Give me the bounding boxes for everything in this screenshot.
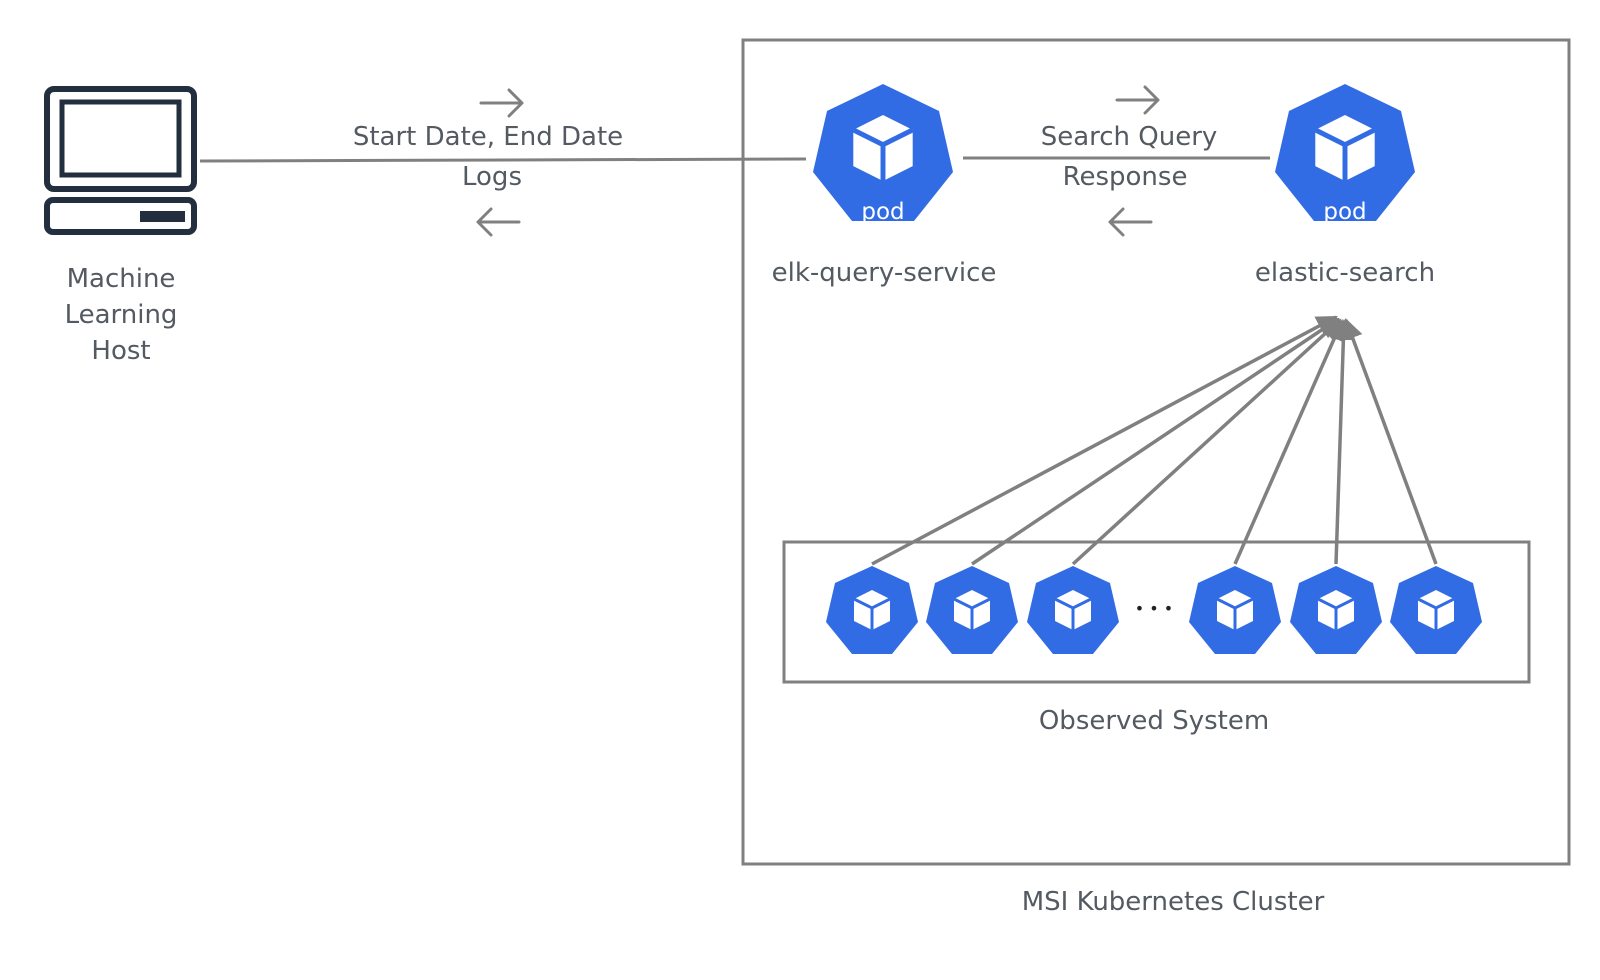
host-label: Machine Learning Host	[65, 261, 178, 369]
observed-pod-icon	[826, 566, 918, 654]
observed-pod-icon	[1390, 566, 1482, 654]
observed-system-label: Observed System	[1038, 706, 1270, 736]
right-arrow-icon	[479, 88, 524, 118]
es-response-label: Response	[1062, 162, 1188, 192]
elastic-search-pod-icon	[1275, 84, 1415, 221]
computer-icon	[44, 86, 197, 235]
host-service-link	[199, 157, 807, 163]
pod-badge: pod	[1323, 199, 1366, 225]
pod-badge: pod	[861, 199, 904, 225]
elk-query-service-label: elk-query-service	[771, 258, 997, 288]
cluster-label: MSI Kubernetes Cluster	[1021, 887, 1325, 917]
host-label-line: Learning	[64, 300, 178, 330]
left-arrow-icon	[1108, 207, 1153, 237]
observed-pod-icon	[1290, 566, 1382, 654]
ellipsis: • • •	[1135, 599, 1173, 618]
right-arrow-icon	[1115, 85, 1160, 115]
host-label-line: Host	[91, 336, 151, 366]
observed-pod-icon	[1027, 566, 1119, 654]
observed-pod-icon	[1189, 566, 1281, 654]
elk-query-service-pod-icon	[813, 84, 953, 221]
elastic-search-label: elastic-search	[1254, 258, 1436, 288]
search-query-label: Search Query	[1040, 122, 1218, 152]
cluster-boundary	[741, 38, 1571, 866]
log-shipping-lines	[871, 315, 1438, 566]
host-label-line: Machine	[66, 264, 176, 294]
observed-system-boundary	[782, 540, 1531, 684]
left-arrow-icon	[476, 207, 521, 237]
observed-pod-icon	[926, 566, 1018, 654]
response-label: Logs	[462, 162, 522, 192]
request-label: Start Date, End Date	[352, 122, 624, 152]
